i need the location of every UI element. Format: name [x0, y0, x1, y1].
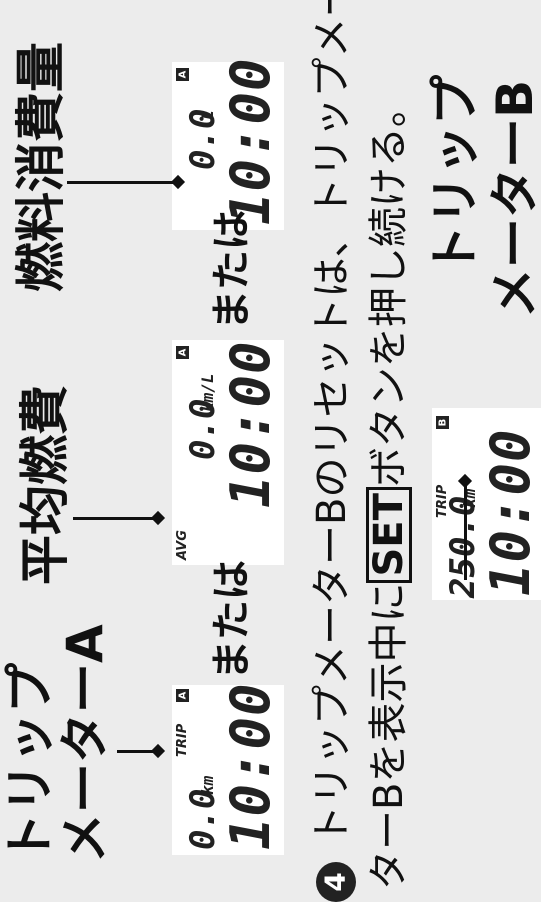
- leader-line-fuel: [67, 181, 175, 184]
- lcd-badge-fuel: A: [176, 68, 189, 81]
- lcd-panel-fuel: 10:00 0.0 L A: [172, 57, 284, 230]
- leader-line-trip-b: [464, 480, 467, 580]
- lcd-unit-trip-a: km: [198, 775, 217, 795]
- lcd-tag-trip-a: TRIP: [175, 723, 190, 757]
- label-trip-a-line2: メーターA: [56, 624, 114, 863]
- leader-line-trip-a: [117, 750, 159, 753]
- leader-dot-avg: [150, 510, 166, 526]
- instruction-line-1: トリップメーターBのリセットは、トリップメー: [309, 0, 355, 845]
- label-trip-a-line1: トリップ: [1, 663, 59, 863]
- lcd-value-trip-a: 0.0: [183, 788, 223, 850]
- lcd-unit-fuel: L: [198, 110, 217, 120]
- lcd-panel-trip-b: 10:00 250.0 km TRIP B: [432, 408, 541, 600]
- label-or-1: または: [209, 560, 255, 680]
- lcd-time-avg: 10:00: [219, 340, 282, 508]
- label-trip-b-line1: トリップ: [426, 75, 484, 275]
- lcd-panel-trip-a: 10:00 0.0 km TRIP A: [172, 682, 284, 855]
- instruction-line-2: ターBを表示中にSETボタンを押し続ける。: [366, 87, 412, 890]
- lcd-value-trip-b: 250.0: [443, 495, 483, 598]
- lcd-unit-avg: km/L: [198, 373, 217, 412]
- step-number-badge: 4: [316, 862, 356, 902]
- label-avg-fuel: 平均燃費: [16, 385, 74, 585]
- label-trip-b-line2: メーターB: [486, 79, 541, 318]
- lcd-time-trip-b: 10:00: [479, 428, 541, 596]
- lcd-time-fuel: 10:00: [219, 57, 282, 225]
- instruction-line-2b: ボタンを押し続ける。: [366, 87, 412, 488]
- lcd-badge-avg: A: [176, 346, 189, 359]
- lcd-time-trip-a: 10:00: [219, 682, 282, 850]
- leader-dot-trip-a: [150, 743, 166, 759]
- instruction-line-2a: ターBを表示中に: [366, 582, 412, 890]
- set-button-label: SET: [366, 487, 412, 583]
- lcd-panel-avg: 10:00 0.0 km/L AVG A: [172, 340, 284, 565]
- lcd-tag-trip-b: TRIP: [435, 484, 450, 518]
- lcd-badge-trip-a: A: [176, 689, 189, 702]
- lcd-tag-avg: AVG: [175, 530, 190, 560]
- lcd-badge-trip-b: B: [436, 416, 449, 429]
- leader-line-avg: [73, 517, 159, 520]
- label-or-2: または: [209, 210, 255, 330]
- label-fuel-used: 燃料消費量: [12, 42, 70, 292]
